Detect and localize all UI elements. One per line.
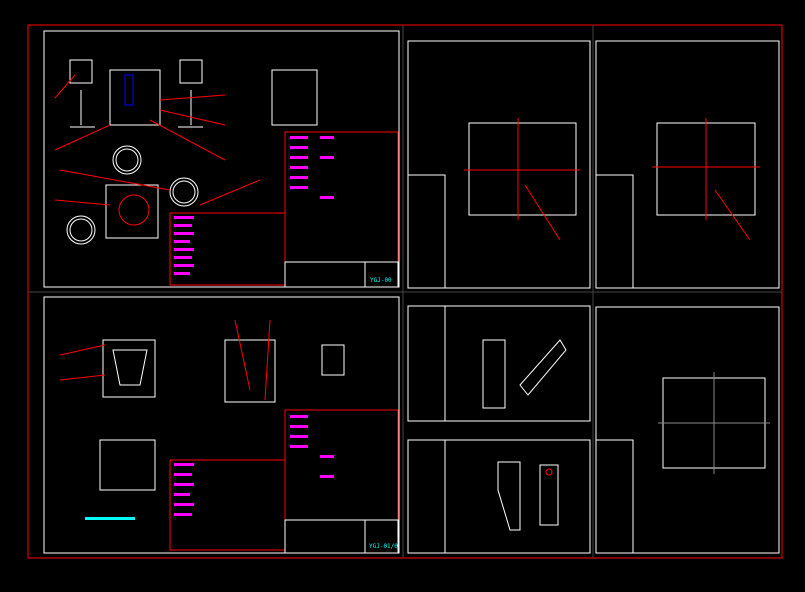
sheet-assembly-bottom[interactable]: YGJ-01/0 — [43, 296, 400, 554]
sheet-part-plate-3[interactable] — [407, 439, 591, 554]
sheet-part-plate-2[interactable] — [595, 40, 780, 289]
sheet-part-plate-1[interactable] — [407, 40, 591, 289]
sheet-part-bracket[interactable] — [407, 305, 591, 422]
sheet-code: YGJ-00 — [370, 277, 392, 284]
sheet-part-plate-4[interactable] — [595, 306, 780, 554]
sheet-assembly-top[interactable]: YGJ-00 — [43, 30, 400, 288]
sheet-code: YGJ-01/0 — [369, 543, 398, 550]
